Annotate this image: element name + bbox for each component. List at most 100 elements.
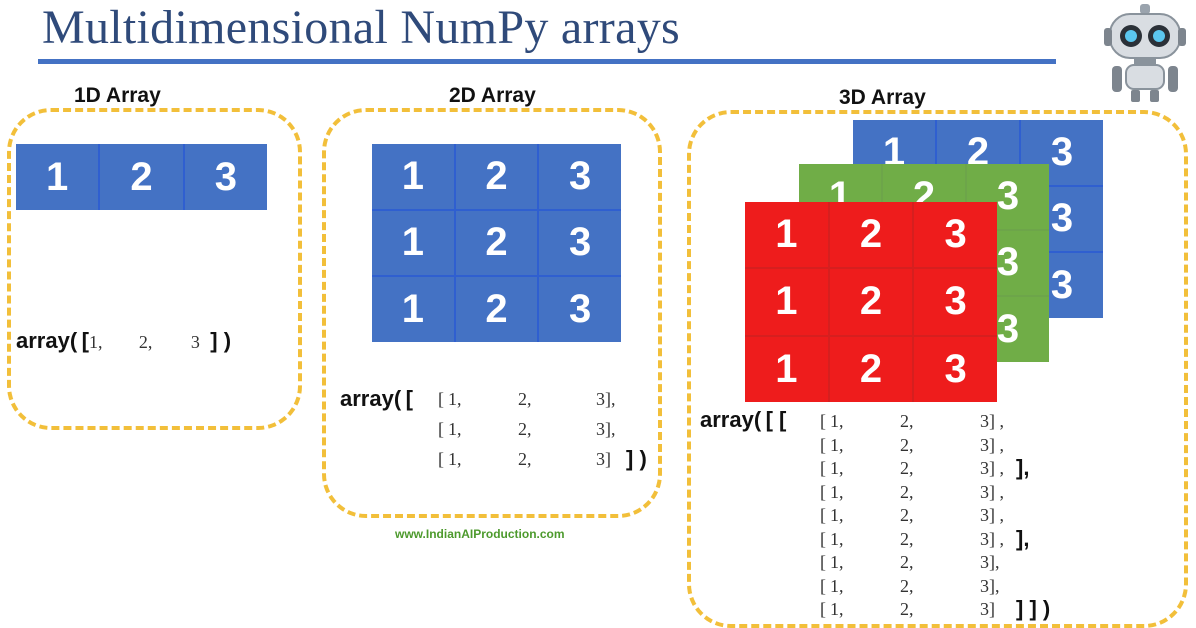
code-value: 3] , [980,411,1004,431]
code-bracket: [ [438,389,444,409]
array-cell: 1 [372,277,454,342]
code-value: 2, [900,575,914,596]
code-value: 2, [900,411,914,431]
code-value: 1, [830,458,844,478]
code-value: 3], [980,552,1000,572]
code-close-bracket: ] ) [626,446,647,471]
code-value: 3] , [980,481,1004,502]
array-3d-title: 3D Array [839,86,926,109]
code-open-bracket: [ [81,328,89,353]
footer-website: www.IndianAIProduction.com [395,527,565,541]
code-value: 1, [830,552,844,572]
code-value: 2, [518,449,532,469]
array-1d-cell: 3 [184,144,267,210]
code-value: 1, [830,505,844,525]
array-2d-code-keyword-line: array( [ [340,386,413,412]
code-value: 1, [830,434,844,455]
title-underline [38,59,1056,64]
code-value: 1, [830,599,844,619]
code-keyword: array( [340,386,402,411]
code-bracket: [ [820,411,826,431]
array-cell: 1 [745,269,828,335]
code-value: 1, [88,332,103,352]
code-value: 1, [830,528,844,549]
array-cell: 1 [372,210,454,276]
code-value: 3], [596,389,616,409]
code-value: 2, [518,419,532,439]
array-cell: 3 [1021,120,1103,185]
code-bracket: [ [438,419,444,439]
array-cell: 3 [539,277,621,342]
code-close-bracket: ], [1016,525,1030,551]
code-close-bracket: ] ) [210,328,232,353]
code-bracket: [ [438,449,444,469]
code-value: 3], [596,419,616,439]
code-bracket: [ [820,552,826,572]
array-1d-cell: 2 [100,144,183,210]
code-close-bracket: ] ] ) [1016,596,1051,621]
array-2d-panel [322,108,662,518]
code-value: 3] , [980,505,1004,525]
array-cell: 2 [829,202,913,268]
code-bracket: [ [820,505,826,525]
array-cell: 2 [829,336,913,402]
array-cell: 2 [455,210,538,276]
array-1d-grid: 1 2 3 [16,144,267,210]
array-cell: 3 [539,144,621,209]
array-cell: 2 [455,144,538,209]
code-bracket: [ [820,575,826,596]
page-title: Multidimensional NumPy arrays [42,1,680,54]
code-value: 3] [980,599,995,619]
code-value: 3] [596,449,611,469]
code-value: 3] , [980,528,1004,549]
code-open-bracket: [ [405,386,413,411]
code-bracket: [ [820,481,826,502]
array-2d-title: 2D Array [449,84,536,107]
code-value: 2, [900,552,914,572]
code-open-bracket: [ [ [765,407,787,432]
code-value: 3] , [980,458,1004,478]
array-cell: 1 [372,144,454,209]
code-value: 2, [900,528,914,549]
code-value: 2, [900,599,914,619]
code-value: 1, [830,481,844,502]
array-cell: 3 [539,210,621,276]
code-value: 2, [138,332,153,352]
code-value: 2, [900,434,914,455]
array-3d-code-keyword-line: array( [ [ [700,407,786,433]
array-3d-panel [687,110,1188,628]
code-value: 3 [190,332,200,352]
code-keyword: array( [700,407,762,432]
code-value: 2, [900,458,914,478]
array-cell: 1 [745,336,828,402]
code-value: 2, [518,389,532,409]
code-value: 1, [448,449,462,469]
array-cell: 3 [914,202,997,268]
code-value: 1, [448,389,462,409]
array-cell: 3 [914,269,997,335]
code-value: 1, [830,411,844,431]
code-bracket: [ [820,434,826,455]
array-cell: 2 [829,269,913,335]
code-value: 1, [830,575,844,596]
code-bracket: [ [820,528,826,549]
array-cell: 1 [745,202,828,268]
code-value: 3] , [980,434,1004,455]
code-close-bracket: ], [1016,455,1030,480]
array-1d-code: array( [1, 2, 3 ] ) [16,328,231,354]
array-cell: 3 [914,336,997,402]
array-1d-title: 1D Array [74,84,161,107]
code-bracket: [ [820,599,826,619]
code-bracket: [ [820,458,826,478]
robot-icon [1104,4,1186,102]
code-value: 2, [900,481,914,502]
code-value: 2, [900,505,914,525]
code-value: 3], [980,575,1000,596]
code-value: 1, [448,419,462,439]
array-1d-cell: 1 [16,144,99,210]
code-keyword: array( [16,328,78,353]
array-cell: 2 [455,277,538,342]
array-1d-panel [7,108,302,430]
